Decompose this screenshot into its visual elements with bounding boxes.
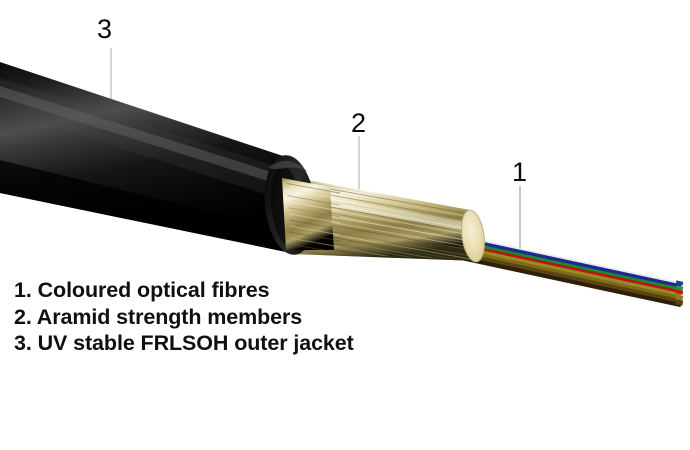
- fibre-strand-red: [461, 242, 682, 294]
- callout-number-1: 1: [512, 157, 528, 187]
- callout-number-3: 3: [97, 14, 113, 44]
- jacket-highlight-soft: [0, 78, 284, 200]
- legend-item-3: 3. UV stable FRLSOH outer jacket: [14, 331, 354, 355]
- legend-item-1: 1. Coloured optical fibres: [14, 278, 270, 302]
- callout-number-2: 2: [351, 108, 367, 138]
- coloured-optical-fibres: [461, 235, 684, 308]
- fibre-strand-highlight: [461, 235, 682, 285]
- jacket-underside-shade: [0, 160, 296, 254]
- legend-item-2: 2. Aramid strength members: [14, 304, 303, 329]
- fibre-strand-blue: [461, 237, 682, 288]
- aramid-lower-shade: [288, 238, 478, 261]
- fibre-cut-ends: [675, 280, 684, 306]
- jacket-rim-highlight: [268, 160, 308, 172]
- fibre-strand-dark-brown: [461, 255, 682, 308]
- fibre-strand-brown: [461, 252, 682, 303]
- fibre-strand-olive-dark: [461, 248, 682, 300]
- aramid-emerging-texture: [286, 181, 341, 254]
- aramid-highlight-band: [286, 190, 470, 232]
- aramid-end-face: [461, 209, 485, 263]
- legend: 1. Coloured optical fibres 2. Aramid str…: [14, 277, 574, 357]
- fibre-strand-green: [461, 240, 682, 291]
- uv-stable-frlsoh-outer-jacket: [0, 62, 341, 255]
- fibre-strand-olive: [461, 245, 682, 297]
- jacket-highlight: [0, 86, 284, 186]
